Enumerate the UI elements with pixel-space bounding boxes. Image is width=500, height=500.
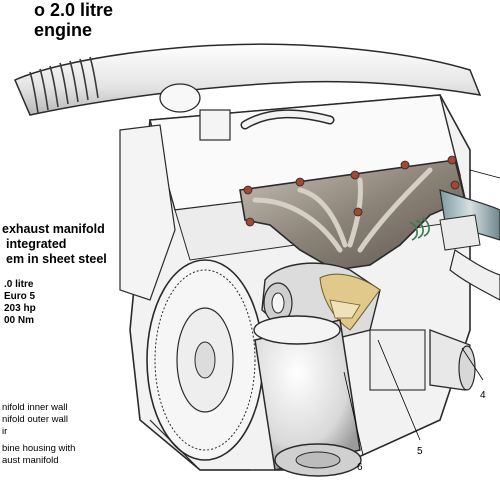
manifold-heading-line-3: em in sheet steel bbox=[6, 252, 107, 266]
legend-item-2: nifold outer wall bbox=[2, 414, 69, 425]
diagram-title-line-1: o 2.0 litre bbox=[34, 0, 114, 20]
spec-displacement: .0 litre bbox=[4, 279, 34, 290]
legend-item-4: bine housing with bbox=[2, 443, 76, 454]
manifold-heading-line-2: integrated bbox=[6, 237, 67, 251]
legend-item-3: ir bbox=[2, 426, 8, 437]
spec-power: 203 hp bbox=[4, 303, 36, 314]
manifold-heading-line-1: exhaust manifold bbox=[2, 222, 105, 236]
spec-emission: Euro 5 bbox=[4, 291, 36, 302]
flywheel bbox=[146, 259, 264, 461]
callout-lines bbox=[343, 169, 500, 456]
oil-filter bbox=[253, 315, 362, 477]
legend-item-1: nifold inner wall bbox=[2, 402, 68, 413]
callout-6: 6 bbox=[357, 462, 363, 473]
diagram-title-line-2: engine bbox=[34, 20, 93, 40]
intake-bellows bbox=[29, 56, 99, 114]
exhaust-manifold bbox=[239, 155, 466, 271]
legend-item-5: aust manifold bbox=[2, 455, 59, 466]
spec-torque: 00 Nm bbox=[4, 315, 35, 326]
callout-5: 5 bbox=[417, 446, 423, 457]
callout-4: 4 bbox=[480, 390, 486, 401]
